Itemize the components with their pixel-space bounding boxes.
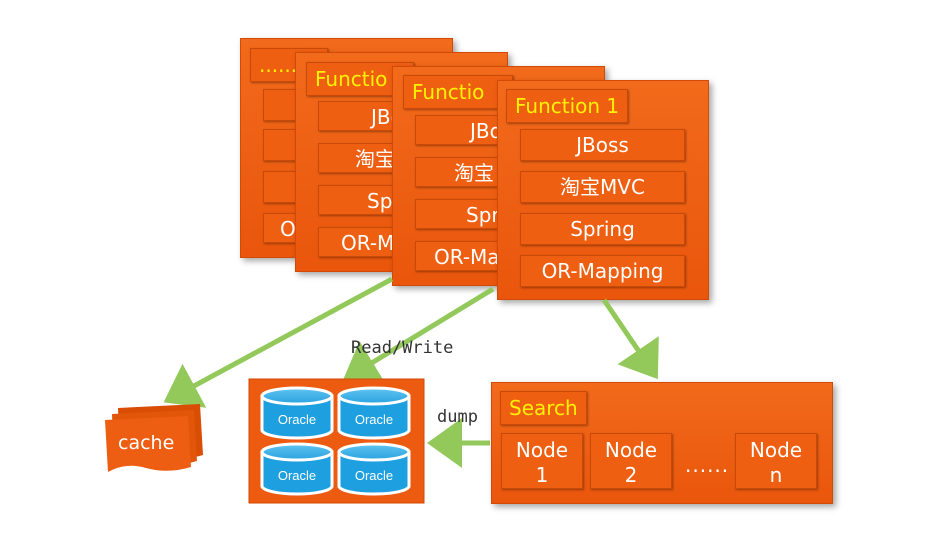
oracle-label: Oracle [278, 412, 316, 427]
search-node-2: Node 2 [590, 433, 672, 489]
function-card-back-3-row: 淘宝 [415, 157, 505, 187]
function-row-ormapping: OR-Mapping [520, 255, 685, 287]
arrow-to-cache [163, 276, 394, 408]
arrow-to-search [601, 298, 659, 380]
search-title: Search [500, 391, 587, 425]
database-cylinder-icon [260, 386, 334, 440]
search-node-2-line2: 2 [624, 463, 638, 487]
oracle-label: Oracle [355, 468, 393, 483]
function-row-mvc: 淘宝MVC [520, 171, 685, 203]
database-cylinder-icon [337, 442, 411, 496]
search-node-ellipsis: ...... [685, 453, 730, 477]
oracle-label: Oracle [355, 412, 393, 427]
search-node-2-line1: Node [604, 438, 658, 462]
cache-label: cache [118, 432, 175, 454]
database-cylinder-icon [260, 442, 334, 496]
search-card: Search Node 1 Node 2 ...... Node n [491, 382, 833, 504]
arrow-read-write [342, 286, 495, 384]
function-card-back-3-row: JBo [415, 115, 505, 145]
search-node-n: Node n [735, 433, 817, 489]
function-card-back-3-row: Spr [415, 199, 505, 229]
function-card-back-3-title: Functio [403, 75, 513, 109]
function-row-spring: Spring [520, 213, 685, 245]
oracle-label: Oracle [278, 468, 316, 483]
search-node-n-line2: n [769, 463, 783, 487]
search-node-1-line1: Node [515, 438, 569, 462]
function-card-back-3-row: OR-Ma [415, 241, 505, 271]
function-card-front: Function 1 JBoss 淘宝MVC Spring OR-Mapping [497, 80, 709, 300]
search-node-1-line2: 1 [535, 463, 549, 487]
dump-label: dump [437, 407, 478, 427]
database-cylinder-icon [337, 386, 411, 440]
cache-document-stack-icon [105, 404, 203, 472]
function-row-jboss: JBoss [520, 129, 685, 161]
read-write-label: Read/Write [351, 338, 454, 358]
search-node-n-line1: Node [749, 438, 803, 462]
search-node-1: Node 1 [501, 433, 583, 489]
function-card-front-title: Function 1 [506, 89, 629, 123]
